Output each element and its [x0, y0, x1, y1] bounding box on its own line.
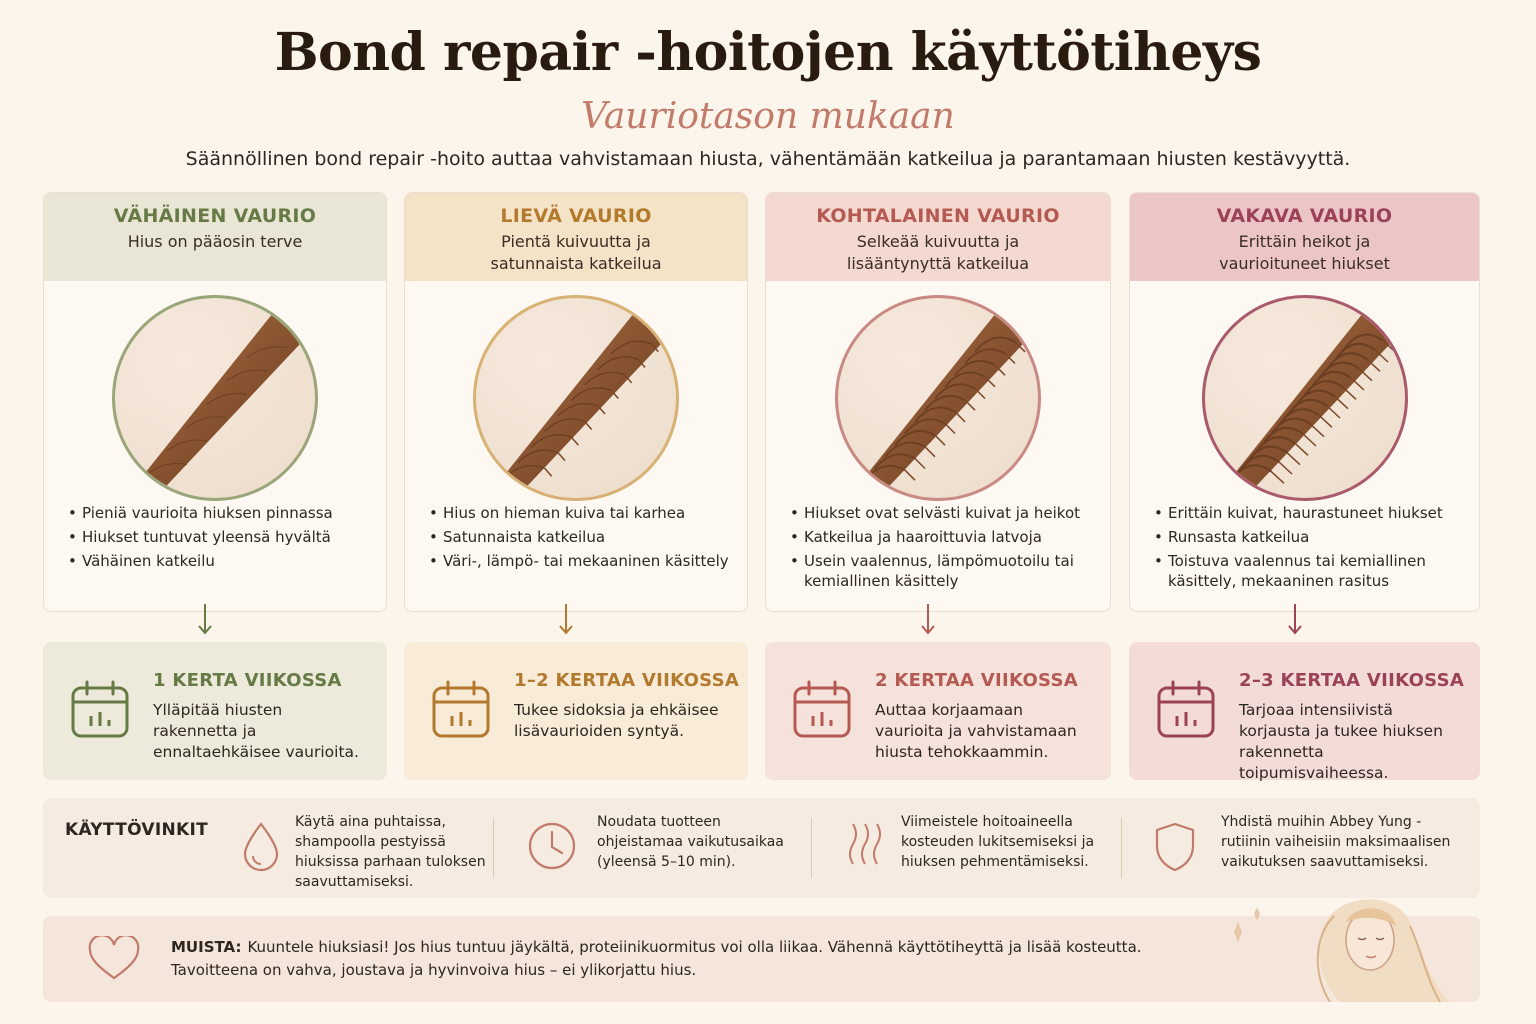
frequency-box: 1–2 KERTAA VIIKOSSA Tukee sidoksia ja eh…: [404, 642, 748, 780]
damage-level-desc: Hius on pääosin terve: [127, 232, 303, 251]
damage-level-title: LIEVÄ VAURIO: [500, 205, 652, 227]
damage-level-desc: Selkeää kuivuutta ja: [856, 232, 1020, 251]
damage-level-description: Pientä kuivuutta ja satunnaista katkeilua: [405, 231, 747, 275]
damage-level-card: LIEVÄ VAURIO Pientä kuivuutta ja satunnai…: [404, 192, 748, 612]
damage-level-description: Hius on pääosin terve: [44, 231, 386, 253]
damage-level-desc: satunnaista katkeilua: [490, 254, 662, 273]
remember-line-2: Tavoitteena on vahva, joustava ja hyvinv…: [171, 961, 697, 979]
page-subtitle: Vauriotason mukaan: [581, 96, 955, 137]
frequency-title: 2 KERTAA VIIKOSSA: [875, 670, 1079, 691]
damage-symptom-list: Hiukset ovat selvästi kuivat ja heikotKa…: [790, 503, 1100, 595]
damage-level-title: VÄHÄINEN VAURIO: [113, 205, 317, 227]
usage-tips-panel: KÄYTTÖVINKIT Käytä aina puhtaissa, shamp…: [43, 798, 1480, 898]
page-title: Bond repair -hoitojen käyttötiheys: [274, 22, 1262, 83]
list-item: Hiukset ovat selvästi kuivat ja heikot: [790, 503, 1100, 523]
frequency-box: 2–3 KERTAA VIIKOSSA Tarjoaa intensiivist…: [1129, 642, 1480, 782]
hair-strand-image: [473, 295, 679, 501]
hair-strand-image: [835, 295, 1041, 501]
shield-icon: [1155, 822, 1195, 872]
frequency-box: 1 KERTA VIIKOSSA Ylläpitää hiusten raken…: [43, 642, 387, 780]
list-item: Runsasta katkeilua: [1154, 527, 1469, 547]
list-item: Usein vaalennus, lämpömuotoilu tai kemia…: [790, 551, 1100, 591]
tip-divider: [1121, 818, 1122, 878]
tip-divider: [811, 818, 812, 878]
arrow-down-icon: [921, 604, 935, 635]
remember-panel: MUISTA: Kuuntele hiuksiasi! Jos hius tunt…: [43, 899, 1480, 1002]
damage-symptom-list: Pieniä vaurioita hiuksen pinnassaHiukset…: [68, 503, 376, 575]
list-item: Hius on hieman kuiva tai karhea: [429, 503, 737, 523]
hair-strand-image: [1201, 295, 1408, 501]
calendar-icon: [1157, 680, 1215, 738]
remember-label: MUISTA:: [171, 938, 242, 956]
clock-icon: [528, 822, 576, 870]
list-item: Väri-, lämpö- tai mekaaninen käsittely: [429, 551, 737, 571]
damage-level-desc: Pientä kuivuutta ja: [501, 232, 651, 251]
frequency-box: 2 KERTAA VIIKOSSA Auttaa korjaamaan vaur…: [765, 642, 1111, 780]
damage-symptom-list: Erittäin kuivat, haurastuneet hiuksetRun…: [1154, 503, 1469, 595]
arrow-down-icon: [559, 604, 573, 635]
list-item: Hiukset tuntuvat yleensä hyvältä: [68, 527, 376, 547]
list-item: Satunnaista katkeilua: [429, 527, 737, 547]
calendar-icon: [71, 680, 129, 738]
list-item: Katkeilua ja haaroittuvia latvoja: [790, 527, 1100, 547]
arrow-down-icon: [198, 604, 212, 635]
list-item: Vähäinen katkeilu: [68, 551, 376, 571]
frequency-title: 2–3 KERTAA VIIKOSSA: [1239, 670, 1465, 691]
hair-strand-image: [112, 295, 318, 501]
waves-icon: [849, 823, 881, 865]
tip-text: Viimeistele hoitoaineella kosteuden luki…: [901, 814, 1095, 870]
damage-level-desc: Erittäin heikot ja: [1238, 232, 1371, 251]
woman-illustration: [1234, 899, 1450, 1002]
frequency-title: 1 KERTA VIIKOSSA: [153, 670, 342, 691]
calendar-icon: [432, 680, 490, 738]
arrow-down-icon: [1287, 604, 1302, 635]
damage-level-desc: lisääntynyttä katkeilua: [846, 254, 1030, 273]
frequency-title: 1–2 KERTAA VIIKOSSA: [514, 670, 740, 691]
frequency-text: Auttaa korjaamaan vaurioita ja vahvistam…: [875, 701, 1077, 761]
remember-line-1: Kuuntele hiuksiasi! Jos hius tuntuu jäyk…: [247, 938, 1142, 956]
damage-level-desc: vaurioituneet hiukset: [1219, 254, 1390, 273]
damage-level-description: Erittäin heikot ja vaurioituneet hiukset: [1130, 231, 1479, 275]
intro-text: Säännöllinen bond repair -hoito auttaa v…: [185, 148, 1351, 170]
damage-level-card: KOHTALAINEN VAURIO Selkeää kuivuutta ja l…: [765, 192, 1111, 612]
damage-level-title: VAKAVA VAURIO: [1216, 205, 1393, 227]
tip-divider: [493, 818, 494, 878]
heart-icon: [88, 936, 140, 980]
damage-level-header: VAKAVA VAURIO Erittäin heikot ja vaurioit…: [1130, 193, 1479, 281]
damage-level-card: VAKAVA VAURIO Erittäin heikot ja vaurioit…: [1129, 192, 1480, 612]
damage-level-header: LIEVÄ VAURIO Pientä kuivuutta ja satunnai…: [405, 193, 747, 281]
usage-tips-title: KÄYTTÖVINKIT: [65, 820, 208, 840]
damage-level-description: Selkeää kuivuutta ja lisääntynyttä katkei…: [766, 231, 1110, 275]
damage-level-header: VÄHÄINEN VAURIO Hius on pääosin terve: [44, 193, 386, 281]
tip-text: Yhdistä muihin Abbey Yung -rutiinin vaih…: [1221, 814, 1451, 870]
list-item: Toistuva vaalennus tai kemiallinen käsit…: [1154, 551, 1469, 591]
damage-level-card: VÄHÄINEN VAURIO Hius on pääosin terve: [43, 192, 387, 612]
frequency-text: Ylläpitää hiusten rakennetta ja ennaltae…: [153, 701, 359, 761]
drop-icon: [243, 822, 279, 872]
calendar-icon: [793, 680, 851, 738]
damage-level-header: KOHTALAINEN VAURIO Selkeää kuivuutta ja l…: [766, 193, 1110, 281]
remember-text: MUISTA: Kuuntele hiuksiasi! Jos hius tunt…: [171, 936, 1221, 982]
frequency-text: Tukee sidoksia ja ehkäisee lisävaurioide…: [514, 701, 719, 740]
list-item: Erittäin kuivat, haurastuneet hiukset: [1154, 503, 1469, 523]
damage-level-title: KOHTALAINEN VAURIO: [816, 205, 1060, 227]
frequency-text: Tarjoaa intensiivistä korjausta ja tukee…: [1239, 701, 1443, 782]
tip-text: Käytä aina puhtaissa, shampoolla pestyis…: [295, 814, 486, 890]
tip-text: Noudata tuotteen ohjeistamaa vaikutusaik…: [597, 814, 784, 870]
list-item: Pieniä vaurioita hiuksen pinnassa: [68, 503, 376, 523]
damage-symptom-list: Hius on hieman kuiva tai karheaSatunnais…: [429, 503, 737, 575]
